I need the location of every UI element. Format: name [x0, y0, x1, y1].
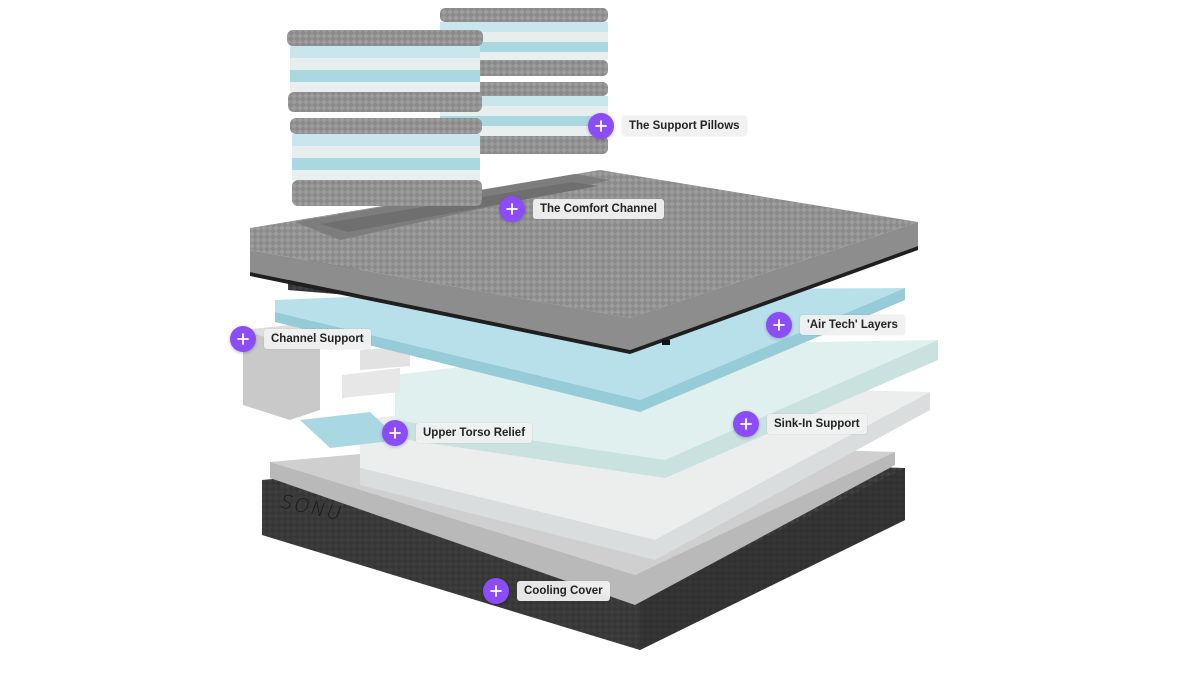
- hotspot-upper-torso-relief[interactable]: Upper Torso Relief: [382, 420, 533, 446]
- plus-icon[interactable]: [588, 113, 614, 139]
- hotspot-label: Cooling Cover: [517, 581, 610, 601]
- support-pillows-stack: [287, 8, 608, 206]
- hotspot-channel-support[interactable]: Channel Support: [230, 326, 371, 352]
- plus-icon[interactable]: [230, 326, 256, 352]
- plus-icon[interactable]: [766, 312, 792, 338]
- hotspot-label: Upper Torso Relief: [416, 423, 533, 443]
- hotspot-label: 'Air Tech' Layers: [800, 315, 905, 335]
- hotspot-cooling-cover[interactable]: Cooling Cover: [483, 578, 610, 604]
- upper-torso-relief-layer: [300, 412, 400, 448]
- plus-icon[interactable]: [382, 420, 408, 446]
- hotspot-sink-in-support[interactable]: Sink-In Support: [733, 411, 867, 437]
- hotspot-label: Channel Support: [264, 329, 371, 349]
- top-cover-layer: [250, 170, 918, 354]
- pillow-stack-left: [287, 30, 483, 206]
- hotspot-support-pillows[interactable]: The Support Pillows: [588, 113, 747, 139]
- hotspot-label: The Support Pillows: [622, 116, 747, 136]
- hotspot-air-tech-layers[interactable]: 'Air Tech' Layers: [766, 312, 905, 338]
- plus-icon[interactable]: [733, 411, 759, 437]
- pillow-stack-right: [440, 8, 608, 154]
- hotspot-label: Sink-In Support: [767, 414, 867, 434]
- hotspot-label: The Comfort Channel: [533, 199, 664, 219]
- plus-icon[interactable]: [499, 196, 525, 222]
- hotspot-comfort-channel[interactable]: The Comfort Channel: [499, 196, 664, 222]
- plus-icon[interactable]: [483, 578, 509, 604]
